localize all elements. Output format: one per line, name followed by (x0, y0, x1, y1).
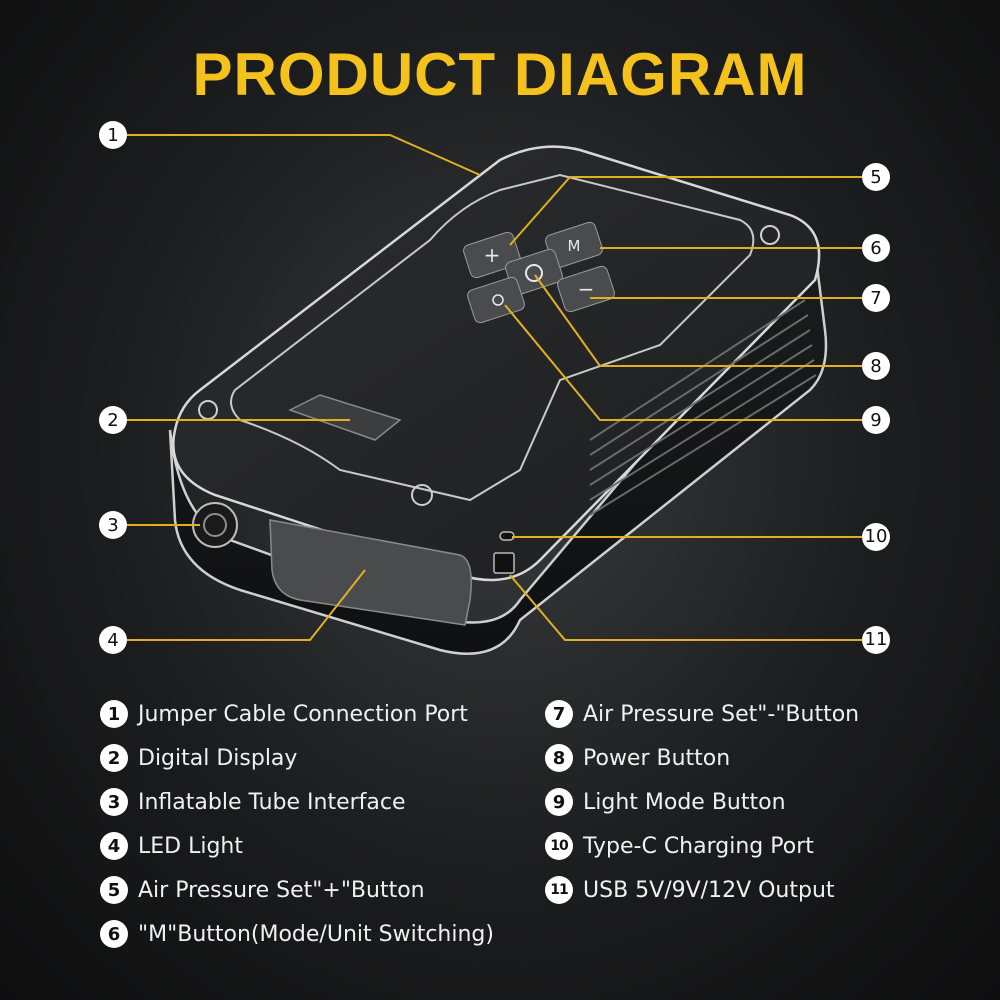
leader-line-4 (127, 569, 366, 641)
callout-8: 8 (862, 352, 890, 380)
legend-item: 1 Jumper Cable Connection Port (100, 692, 494, 736)
page-title: PRODUCT DIAGRAM (192, 41, 808, 108)
svg-text:6: 6 (870, 238, 881, 259)
leader-lines (127, 134, 862, 641)
svg-text:4: 4 (107, 630, 118, 651)
legend-item: 6 "M"Button(Mode/Unit Switching) (100, 912, 494, 956)
callout-4: 4 (99, 626, 127, 654)
legend-item: 10 Type-C Charging Port (545, 824, 859, 868)
legend-item: 2 Digital Display (100, 736, 494, 780)
leader-line-5 (509, 176, 862, 246)
side-ridges (589, 299, 817, 516)
legend-right: 7 Air Pressure Set"-"Button 8 Power Butt… (545, 692, 859, 912)
svg-text:1: 1 (107, 125, 118, 146)
legend-text: Air Pressure Set"-"Button (583, 701, 860, 727)
m-button-label: M (568, 237, 581, 255)
callout-1: 1 (99, 121, 127, 149)
legend-text: Light Mode Button (583, 789, 786, 815)
callout-markers: 1 2 3 4 5 6 7 8 9 10 11 (99, 121, 890, 654)
svg-text:5: 5 (870, 167, 881, 188)
legend-item: 5 Air Pressure Set"+"Button (100, 868, 494, 912)
callout-3: 3 (99, 511, 127, 539)
legend-number: 6 (100, 920, 128, 948)
svg-text:3: 3 (107, 515, 118, 536)
light-bulb-icon (492, 294, 504, 306)
callout-7: 7 (862, 284, 890, 312)
button-cluster: + M − (463, 221, 616, 324)
legend-number: 7 (545, 700, 573, 728)
callout-11: 11 (862, 626, 890, 654)
svg-text:2: 2 (107, 410, 118, 431)
svg-text:9: 9 (870, 410, 881, 431)
legend-text: Air Pressure Set"+"Button (138, 877, 425, 903)
svg-text:11: 11 (865, 629, 888, 650)
legend-item: 7 Air Pressure Set"-"Button (545, 692, 859, 736)
legend-item: 4 LED Light (100, 824, 494, 868)
legend-item: 3 Inflatable Tube Interface (100, 780, 494, 824)
leader-line-8 (534, 274, 862, 367)
callout-5: 5 (862, 163, 890, 191)
legend-number: 4 (100, 832, 128, 860)
screw-top-right (760, 225, 780, 245)
port-inner (203, 513, 227, 537)
legend-text: Digital Display (138, 745, 298, 771)
m-button[interactable]: M (544, 221, 604, 269)
callout-10: 10 (862, 523, 890, 551)
legend-text: Jumper Cable Connection Port (138, 701, 468, 727)
minus-button-label: − (578, 277, 595, 301)
svg-text:8: 8 (870, 356, 881, 377)
type-c-port (499, 531, 515, 541)
legend-number: 11 (545, 876, 573, 904)
legend-text: Power Button (583, 745, 731, 771)
leader-line-11 (509, 574, 862, 641)
legend-number: 9 (545, 788, 573, 816)
legend-text: Type-C Charging Port (583, 833, 814, 859)
legend-number: 10 (545, 832, 573, 860)
usb-port (493, 552, 515, 574)
minus-button[interactable]: − (556, 265, 616, 313)
legend-number: 3 (100, 788, 128, 816)
legend-text: "M"Button(Mode/Unit Switching) (138, 921, 494, 947)
legend-number: 5 (100, 876, 128, 904)
legend-item: 8 Power Button (545, 736, 859, 780)
legend-text: USB 5V/9V/12V Output (583, 877, 835, 903)
led-light-window (269, 519, 472, 626)
screw-bottom (411, 484, 433, 506)
legend-number: 2 (100, 744, 128, 772)
callout-6: 6 (862, 234, 890, 262)
leader-line-1 (127, 134, 481, 176)
legend-text: Inflatable Tube Interface (138, 789, 406, 815)
svg-text:7: 7 (870, 288, 881, 309)
leader-line-9 (504, 304, 862, 421)
legend-number: 1 (100, 700, 128, 728)
power-bank-device (168, 145, 828, 655)
callout-2: 2 (99, 406, 127, 434)
callout-9: 9 (862, 406, 890, 434)
legend-item: 11 USB 5V/9V/12V Output (545, 868, 859, 912)
power-icon (525, 264, 543, 282)
legend-number: 8 (545, 744, 573, 772)
legend-left: 1 Jumper Cable Connection Port 2 Digital… (100, 692, 494, 956)
plus-button-label: + (484, 243, 501, 267)
device-top (172, 145, 821, 582)
svg-text:10: 10 (865, 526, 888, 547)
legend-item: 9 Light Mode Button (545, 780, 859, 824)
digital-display (288, 394, 402, 441)
legend-text: LED Light (138, 833, 243, 859)
